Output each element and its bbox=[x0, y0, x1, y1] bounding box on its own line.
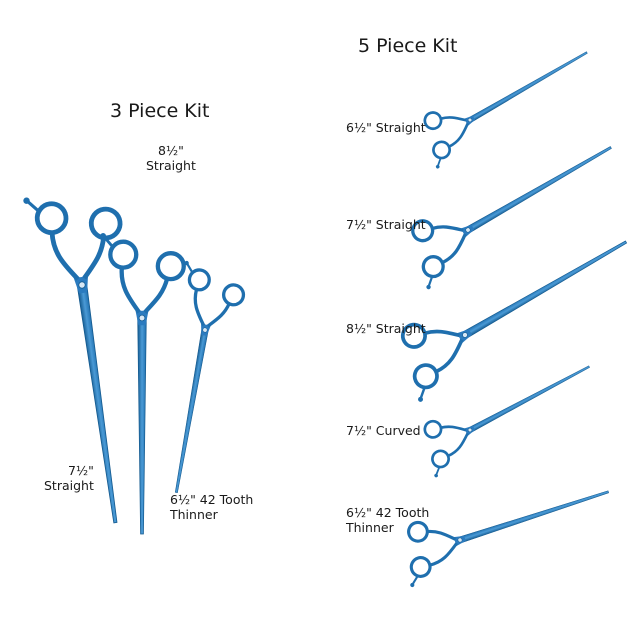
five-piece-kit-title: 5 Piece Kit bbox=[358, 35, 458, 57]
five-kit-label-7-5-straight: 7½" Straight bbox=[346, 217, 426, 232]
five-kit-label-6-5-straight: 6½" Straight bbox=[346, 120, 426, 135]
five-kit-label-8-5-straight: 8½" Straight bbox=[346, 321, 426, 336]
three-kit-label-8-5-straight: 8½" Straight bbox=[146, 143, 196, 173]
five-kit-label-thinner: 6½" 42 Tooth Thinner bbox=[346, 505, 430, 535]
scissors-5kit-2 bbox=[394, 118, 629, 292]
three-kit-label-7-5-straight: 7½" Straight bbox=[44, 463, 94, 493]
scissors-5kit-4 bbox=[409, 342, 603, 480]
five-kit-label-7-5-curved: 7½" Curved bbox=[346, 423, 421, 438]
three-kit-label-thinner: 6½" 42 Tooth Thinner bbox=[170, 492, 254, 522]
three-piece-kit-title: 3 Piece Kit bbox=[110, 100, 210, 122]
